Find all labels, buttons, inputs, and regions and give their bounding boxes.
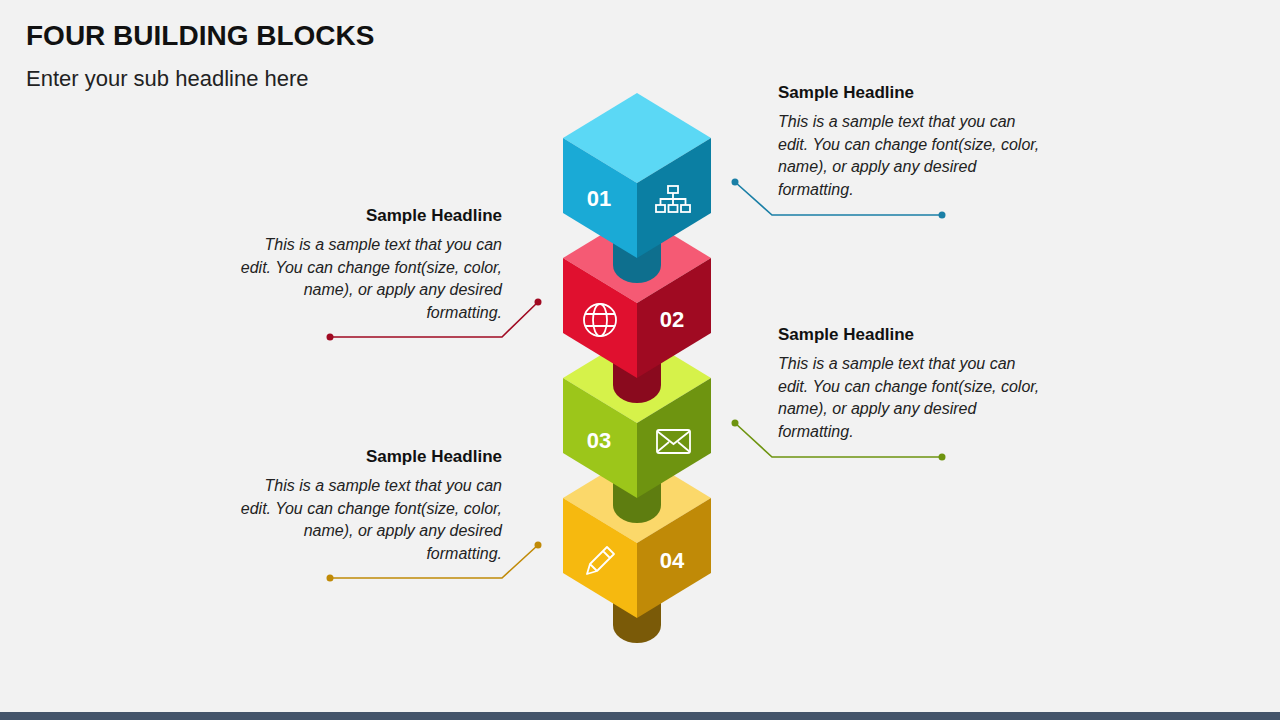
callout-text: Sample HeadlineThis is a sample text tha… xyxy=(240,447,502,565)
hierarchy-icon xyxy=(656,186,690,212)
callout-text: Sample HeadlineThis is a sample text tha… xyxy=(240,206,502,324)
block-number: 04 xyxy=(660,548,684,574)
building-block: 02Sample HeadlineThis is a sample text t… xyxy=(563,213,711,378)
footer-bar xyxy=(0,712,1280,720)
slide-title: FOUR BUILDING BLOCKS xyxy=(26,20,374,52)
callout-body: This is a sample text that you can edit.… xyxy=(778,111,1040,201)
callout-body: This is a sample text that you can edit.… xyxy=(240,475,502,565)
block-number: 03 xyxy=(587,428,611,454)
block-number: 02 xyxy=(660,307,684,333)
callout-headline: Sample Headline xyxy=(240,447,502,467)
callout-headline: Sample Headline xyxy=(778,325,1040,345)
callout-text: Sample HeadlineThis is a sample text tha… xyxy=(778,325,1040,443)
building-block: 01Sample HeadlineThis is a sample text t… xyxy=(563,93,711,258)
callout-headline: Sample Headline xyxy=(240,206,502,226)
building-block: 04Sample HeadlineThis is a sample text t… xyxy=(563,453,711,618)
block-number: 01 xyxy=(587,186,611,212)
envelope-icon xyxy=(657,430,690,453)
callout-body: This is a sample text that you can edit.… xyxy=(778,353,1040,443)
sub-headline: Enter your sub headline here xyxy=(26,66,309,92)
building-block: 03Sample HeadlineThis is a sample text t… xyxy=(563,333,711,498)
pencil-icon xyxy=(587,547,614,574)
callout-body: This is a sample text that you can edit.… xyxy=(240,234,502,324)
cube xyxy=(563,93,711,258)
callout-headline: Sample Headline xyxy=(778,83,1040,103)
callout-text: Sample HeadlineThis is a sample text tha… xyxy=(778,83,1040,201)
globe-icon xyxy=(584,304,616,336)
